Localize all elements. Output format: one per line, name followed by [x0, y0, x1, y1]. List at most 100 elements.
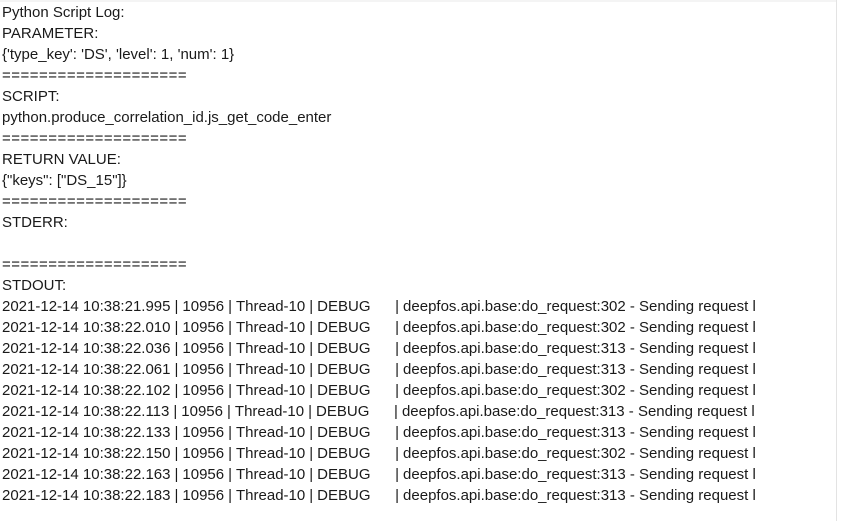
log-message: deepfos.api.base:do_request:302 - Sendin… [403, 382, 756, 399]
log-field-separator: | [309, 361, 314, 378]
log-timestamp: 2021-12-14 10:38:22.133 [2, 424, 171, 441]
log-field-separator: | [309, 298, 314, 315]
log-level: DEBUG [317, 298, 371, 315]
log-field-separator: | [174, 298, 179, 315]
log-field-separator: | [228, 319, 233, 336]
log-timestamp: 2021-12-14 10:38:21.995 [2, 298, 171, 315]
log-field-separator: | [309, 466, 314, 483]
log-pid: 10956 [182, 298, 225, 315]
log-message: deepfos.api.base:do_request:313 - Sendin… [403, 361, 756, 378]
log-level: DEBUG [317, 424, 371, 441]
stdout-label: STDOUT: [2, 277, 67, 294]
log-field-separator: | [395, 298, 400, 315]
log-level: DEBUG [317, 487, 371, 504]
separator-3: ==================== [2, 193, 188, 210]
stdout-log-list: 2021-12-14 10:38:21.995|10956|Thread-10|… [2, 296, 836, 506]
log-message: deepfos.api.base:do_request:313 - Sendin… [403, 340, 756, 357]
log-field-separator: | [394, 403, 398, 420]
log-field-separator: | [395, 361, 400, 378]
log-field-separator: | [228, 466, 233, 483]
log-row: 2021-12-14 10:38:22.113|10956|Thread-10|… [2, 401, 836, 422]
log-field-separator: | [395, 445, 400, 462]
stderr-value [2, 233, 836, 254]
log-pid: 10956 [181, 403, 223, 420]
log-field-separator: | [309, 487, 314, 504]
log-timestamp: 2021-12-14 10:38:22.150 [2, 445, 171, 462]
return-value-label: RETURN VALUE: [2, 151, 121, 168]
log-field-separator: | [228, 382, 233, 399]
log-level: DEBUG [317, 466, 371, 483]
log-field-separator: | [395, 340, 400, 357]
stderr-label: STDERR: [2, 214, 68, 231]
log-field-separator: | [174, 340, 179, 357]
log-timestamp: 2021-12-14 10:38:22.163 [2, 466, 171, 483]
log-field-separator: | [228, 298, 233, 315]
log-timestamp: 2021-12-14 10:38:22.010 [2, 319, 171, 336]
log-thread: Thread-10 [234, 403, 305, 420]
log-row: 2021-12-14 10:38:22.133|10956|Thread-10|… [2, 422, 836, 443]
log-thread: Thread-10 [236, 466, 306, 483]
return-value: {"keys": ["DS_15"]} [2, 172, 127, 189]
log-field-separator: | [228, 445, 233, 462]
log-timestamp: 2021-12-14 10:38:22.102 [2, 382, 171, 399]
panel-right-border [836, 0, 837, 521]
separator-1: ==================== [2, 67, 188, 84]
log-row: 2021-12-14 10:38:22.102|10956|Thread-10|… [2, 380, 836, 401]
log-thread: Thread-10 [236, 487, 306, 504]
log-row: 2021-12-14 10:38:22.010|10956|Thread-10|… [2, 317, 836, 338]
log-field-separator: | [174, 361, 179, 378]
log-thread: Thread-10 [236, 361, 306, 378]
log-level: DEBUG [317, 382, 371, 399]
log-field-separator: | [308, 403, 313, 420]
log-field-separator: | [228, 487, 233, 504]
log-pid: 10956 [182, 424, 225, 441]
log-message: deepfos.api.base:do_request:302 - Sendin… [403, 298, 756, 315]
log-row: 2021-12-14 10:38:22.036|10956|Thread-10|… [2, 338, 836, 359]
log-message: deepfos.api.base:do_request:313 - Sendin… [403, 466, 756, 483]
log-thread: Thread-10 [236, 319, 306, 336]
log-pid: 10956 [182, 487, 225, 504]
log-message: deepfos.api.base:do_request:313 - Sendin… [401, 403, 755, 420]
log-message: deepfos.api.base:do_request:302 - Sendin… [403, 319, 756, 336]
log-field-separator: | [174, 319, 179, 336]
log-pid: 10956 [182, 319, 225, 336]
log-field-separator: | [173, 403, 178, 420]
log-field-separator: | [174, 487, 179, 504]
log-field-separator: | [228, 340, 233, 357]
log-field-separator: | [309, 445, 314, 462]
log-field-separator: | [395, 319, 400, 336]
log-field-separator: | [395, 424, 400, 441]
log-timestamp: 2021-12-14 10:38:22.036 [2, 340, 171, 357]
script-label: SCRIPT: [2, 88, 60, 105]
log-field-separator: | [309, 319, 314, 336]
log-row: 2021-12-14 10:38:22.150|10956|Thread-10|… [2, 443, 836, 464]
panel-top-edge [0, 0, 836, 2]
log-timestamp: 2021-12-14 10:38:22.061 [2, 361, 171, 378]
log-field-separator: | [174, 466, 179, 483]
log-field-separator: | [174, 445, 179, 462]
log-pid: 10956 [182, 382, 225, 399]
log-thread: Thread-10 [236, 340, 306, 357]
log-level: DEBUG [317, 445, 371, 462]
separator-4: ==================== [2, 256, 188, 273]
page-title: Python Script Log: [2, 4, 125, 21]
log-level: DEBUG [316, 403, 370, 420]
separator-2: ==================== [2, 130, 188, 147]
log-field-separator: | [395, 466, 400, 483]
parameter-label: PARAMETER: [2, 25, 99, 42]
log-row: 2021-12-14 10:38:21.995|10956|Thread-10|… [2, 296, 836, 317]
log-thread: Thread-10 [236, 382, 306, 399]
log-pid: 10956 [182, 340, 225, 357]
log-field-separator: | [395, 487, 400, 504]
log-thread: Thread-10 [236, 424, 306, 441]
log-level: DEBUG [317, 319, 371, 336]
log-pid: 10956 [182, 445, 225, 462]
log-field-separator: | [174, 424, 179, 441]
log-timestamp: 2021-12-14 10:38:22.183 [2, 487, 171, 504]
log-field-separator: | [228, 424, 233, 441]
log-field-separator: | [228, 361, 233, 378]
log-field-separator: | [227, 403, 231, 420]
log-field-separator: | [309, 382, 314, 399]
